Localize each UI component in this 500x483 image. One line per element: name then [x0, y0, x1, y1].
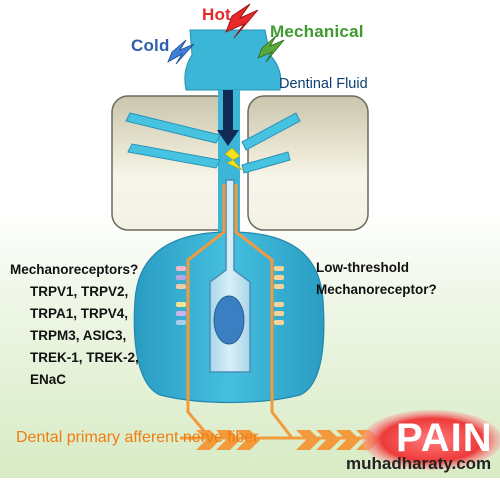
cold-label: Cold [131, 36, 170, 55]
tubule-branches [125, 112, 301, 174]
channel-line-1: TRPV1, TRPV2, [30, 284, 129, 299]
odontoblast-head [184, 29, 282, 91]
pain-label: PAIN [396, 416, 493, 460]
lightning-hot-icon [225, 3, 259, 39]
watermark: muhadharaty.com [346, 454, 492, 473]
receptor-cluster-left [176, 266, 186, 325]
flow-arrow-shaft [223, 90, 233, 132]
channel-line-3: TRPM3, ASIC3, [30, 328, 127, 343]
receptor-cluster-right [274, 266, 284, 325]
flow-arrow-head [217, 130, 239, 146]
lightning-mechanical-icon [257, 35, 285, 63]
activation-spark [224, 147, 243, 171]
dentinal-fluid-label: Dentinal Fluid [279, 76, 368, 92]
nerve-fiber-label: Dental primary afferent nerve fiber [16, 429, 259, 446]
mechanoreceptors-heading: Mechanoreceptors? [10, 262, 139, 277]
low-threshold-label: Low-threshold [316, 260, 409, 275]
lightning-cold-icon [167, 39, 195, 65]
pain-glow [362, 410, 500, 470]
channel-line-2: TRPA1, TRPV4, [30, 306, 129, 321]
nucleus [213, 295, 245, 345]
mechanical-label: Mechanical [270, 22, 364, 41]
hot-label: Hot [202, 5, 231, 24]
channel-line-4: TREK-1, TREK-2, [30, 350, 139, 365]
nerve-fiber-right [234, 184, 294, 439]
channel-line-5: ENaC [30, 372, 67, 387]
mechanoreceptor-label: Mechanoreceptor? [316, 282, 437, 297]
